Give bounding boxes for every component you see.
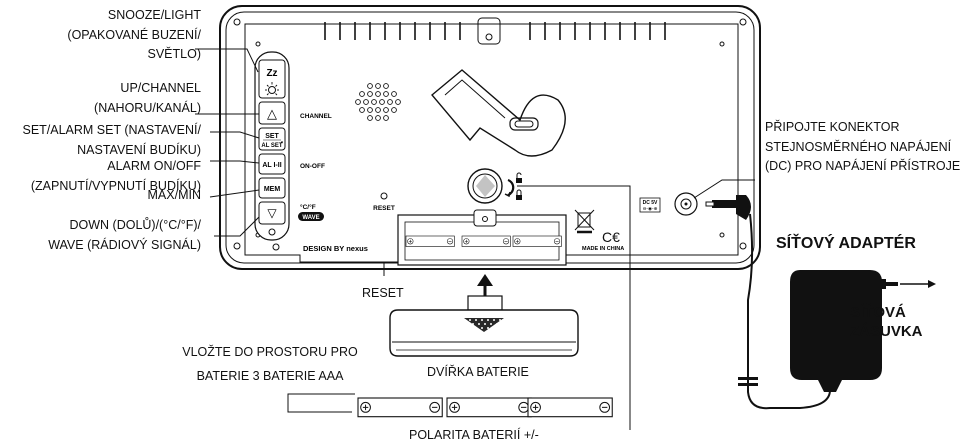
snooze-label: SNOOZE/LIGHT(OPAKOVANÉ BUZENÍ/SVĚTLO) [67,8,201,61]
unit-text: °C/°F [300,203,316,211]
battery-door-label: DVÍŘKA BATERIE [427,365,529,379]
made-in-text: MADE IN CHINA [582,246,624,252]
design-text: DESIGN BY nexus [303,244,368,253]
reset-label: RESET [362,286,404,300]
maxmin-label: MAX/MIN [147,188,201,202]
channel-text: CHANNEL [300,113,332,120]
al12-glyph: AL I-II [262,162,281,169]
svg-text:⊖-◉-⊕: ⊖-◉-⊕ [643,207,658,212]
polarity-label: POLARITA BATERIÍ +/- [409,428,539,442]
alarm-label: ALARM ON/OFF(ZAPNUTÍ/VYPNUTÍ BUDÍKU) [30,159,201,193]
alset-glyph: AL SET [261,143,283,149]
snooze-glyph: Zz [266,68,277,79]
onoff-text: ON-OFF [300,163,325,170]
up-label: UP/CHANNEL(NAHORU/KANÁL) [94,81,201,115]
up-arrow-icon: △ [267,107,277,122]
set-glyph: SET [265,133,279,140]
mem-glyph: MEM [264,186,281,193]
down-arrow-icon: ▽ [267,206,277,220]
svg-text:C€: C€ [602,229,620,245]
wave-badge: WAVE [302,215,319,221]
dc-label: DC 5V [643,200,658,206]
set-label: SET/ALARM SET (NASTAVENÍ/NASTAVENÍ BUDÍK… [22,123,201,157]
reset-device-text: RESET [373,205,395,212]
adapter-label: SÍŤOVÝ ADAPTÉR [776,235,916,252]
down-label: DOWN (DOLŮ)/(°C/°F)/WAVE (RÁDIOVÝ SIGNÁL… [48,218,201,252]
